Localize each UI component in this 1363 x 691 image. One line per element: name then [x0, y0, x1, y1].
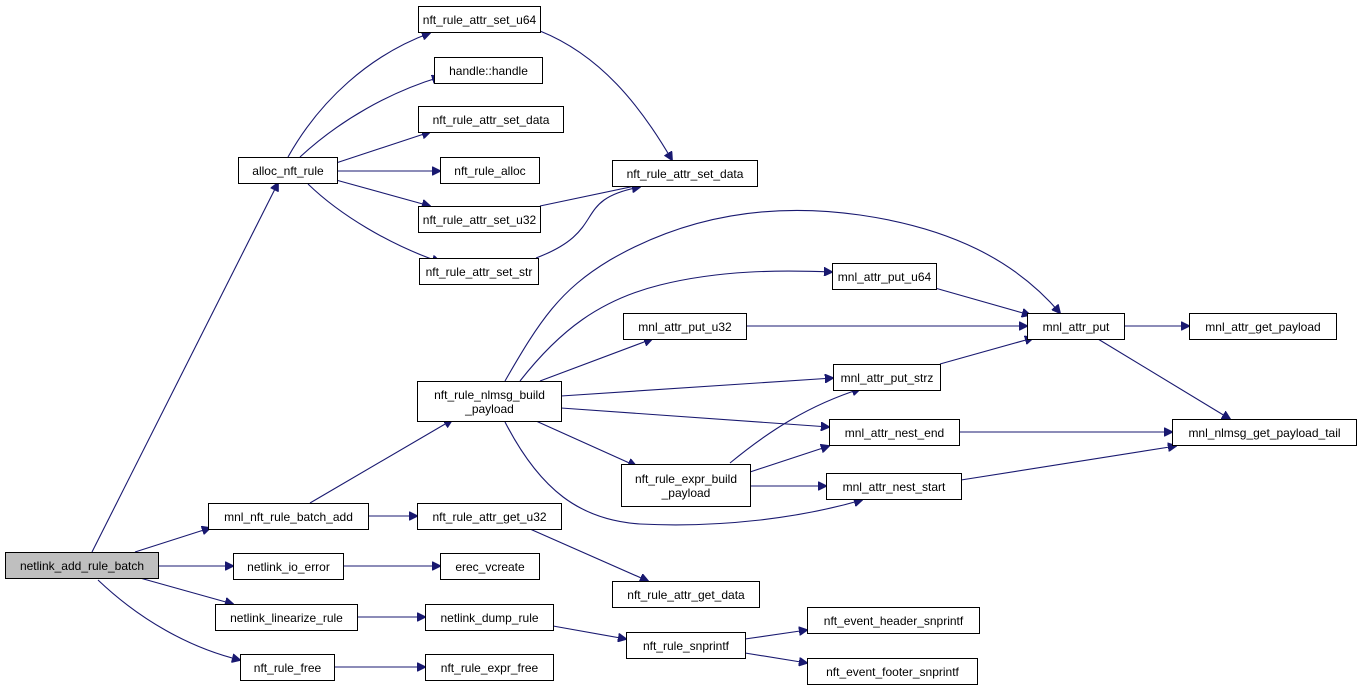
edge-nft-rule-nlmsg-build-payload-to-mnl-attr-put-strz: [560, 378, 833, 397]
node-mnl-attr-put-u64[interactable]: mnl_attr_put_u64: [832, 263, 937, 290]
node-nft-rule-attr-set-u64[interactable]: nft_rule_attr_set_u64: [418, 6, 541, 33]
edge-mnl-attr-put-strz-to-mnl-attr-put: [939, 338, 1033, 365]
node-nft-event-header-snprintf[interactable]: nft_event_header_snprintf: [807, 607, 980, 634]
node-nft-event-footer-snprintf[interactable]: nft_event_footer_snprintf: [807, 658, 978, 685]
node-mnl-attr-get-payload[interactable]: mnl_attr_get_payload: [1189, 313, 1337, 340]
edge-nft-rule-nlmsg-build-payload-to-nft-rule-expr-build-payload: [535, 420, 636, 466]
edge-nft-rule-nlmsg-build-payload-to-mnl-attr-nest-start: [504, 421, 862, 526]
node-netlink-linearize-rule[interactable]: netlink_linearize_rule: [215, 604, 358, 631]
node-mnl-attr-put[interactable]: mnl_attr_put: [1027, 313, 1125, 340]
node-nft-rule-free[interactable]: nft_rule_free: [240, 654, 335, 681]
edge-nft-rule-snprintf-to-nft-event-footer-snprintf: [744, 652, 807, 663]
node-handle-handle[interactable]: handle::handle: [434, 57, 543, 84]
node-mnl-attr-put-u32[interactable]: mnl_attr_put_u32: [623, 313, 747, 340]
node-nft-rule-attr-set-data-b[interactable]: nft_rule_attr_set_data: [612, 160, 758, 187]
node-mnl-nlmsg-get-payload-tail[interactable]: mnl_nlmsg_get_payload_tail: [1172, 419, 1357, 446]
edge-nft-rule-expr-build-payload-to-mnl-attr-nest-end: [749, 446, 829, 473]
edge-mnl-attr-put-u64-to-mnl-attr-put: [934, 287, 1030, 315]
edge-nft-rule-expr-build-payload-to-mnl-attr-put-strz: [729, 389, 860, 464]
edge-nft-rule-snprintf-to-nft-event-header-snprintf: [744, 630, 807, 640]
node-netlink-dump-rule[interactable]: netlink_dump_rule: [425, 604, 554, 631]
node-nft-rule-attr-set-data-a[interactable]: nft_rule_attr_set_data: [418, 106, 564, 133]
edge-nft-rule-attr-get-u32-to-nft-rule-attr-get-data: [529, 528, 648, 581]
node-mnl-attr-nest-start[interactable]: mnl_attr_nest_start: [826, 473, 962, 500]
edge-alloc-nft-rule-to-handle-handle: [299, 77, 440, 158]
edge-nft-rule-nlmsg-build-payload-to-mnl-attr-put-u64: [519, 271, 832, 382]
node-netlink-add-rule-batch[interactable]: netlink_add_rule_batch: [5, 552, 159, 579]
edge-netlink-dump-rule-to-nft-rule-snprintf: [552, 625, 626, 639]
edge-netlink-add-rule-batch-to-mnl-nft-rule-batch-add: [134, 528, 210, 553]
node-nft-rule-alloc[interactable]: nft_rule_alloc: [440, 157, 540, 184]
node-netlink-io-error[interactable]: netlink_io_error: [233, 553, 344, 580]
node-mnl-nft-rule-batch-add[interactable]: mnl_nft_rule_batch_add: [208, 503, 369, 530]
edge-nft-rule-attr-set-u32-to-nft-rule-attr-set-data-b: [539, 185, 640, 207]
edge-nft-rule-attr-set-u64-to-nft-rule-attr-set-data-b: [539, 30, 672, 160]
edge-mnl-attr-nest-start-to-mnl-nlmsg-get-payload-tail: [960, 446, 1176, 481]
edge-nft-rule-nlmsg-build-payload-to-mnl-attr-nest-end: [560, 407, 829, 427]
node-mnl-attr-nest-end[interactable]: mnl_attr_nest_end: [829, 419, 960, 446]
edge-alloc-nft-rule-to-nft-rule-attr-set-u64: [287, 33, 430, 158]
node-nft-rule-attr-get-data[interactable]: nft_rule_attr_get_data: [612, 581, 760, 608]
edge-alloc-nft-rule-to-nft-rule-attr-set-data-a: [335, 132, 430, 164]
node-erec-vcreate[interactable]: erec_vcreate: [440, 553, 540, 580]
edge-netlink-add-rule-batch-to-alloc-nft-rule: [91, 183, 278, 553]
edge-nft-rule-nlmsg-build-payload-to-mnl-attr-put: [504, 209, 1060, 382]
node-nft-rule-attr-set-u32[interactable]: nft_rule_attr_set_u32: [418, 206, 541, 233]
edge-alloc-nft-rule-to-nft-rule-attr-set-str: [307, 183, 440, 262]
edge-mnl-attr-put-to-mnl-nlmsg-get-payload-tail: [1097, 338, 1230, 419]
node-nft-rule-attr-set-str[interactable]: nft_rule_attr_set_str: [419, 258, 539, 285]
node-mnl-attr-put-strz[interactable]: mnl_attr_put_strz: [833, 364, 941, 391]
node-nft-rule-expr-free[interactable]: nft_rule_expr_free: [425, 654, 554, 681]
node-nft-rule-nlmsg-build-payload[interactable]: nft_rule_nlmsg_build _payload: [417, 381, 562, 422]
node-nft-rule-expr-build-payload[interactable]: nft_rule_expr_build _payload: [621, 464, 751, 507]
edge-alloc-nft-rule-to-nft-rule-attr-set-u32: [335, 179, 430, 206]
edge-nft-rule-nlmsg-build-payload-to-mnl-attr-put-u32: [539, 339, 652, 382]
node-nft-rule-snprintf[interactable]: nft_rule_snprintf: [626, 632, 746, 659]
node-nft-rule-attr-get-u32[interactable]: nft_rule_attr_get_u32: [417, 503, 562, 530]
node-alloc-nft-rule[interactable]: alloc_nft_rule: [238, 157, 338, 184]
edge-mnl-nft-rule-batch-add-to-nft-rule-nlmsg-build-payload: [309, 420, 452, 504]
edge-netlink-add-rule-batch-to-netlink-linearize-rule: [139, 577, 233, 604]
edge-nft-rule-attr-set-str-to-nft-rule-attr-set-data-b: [535, 187, 640, 259]
edge-netlink-add-rule-batch-to-nft-rule-free: [97, 579, 240, 660]
